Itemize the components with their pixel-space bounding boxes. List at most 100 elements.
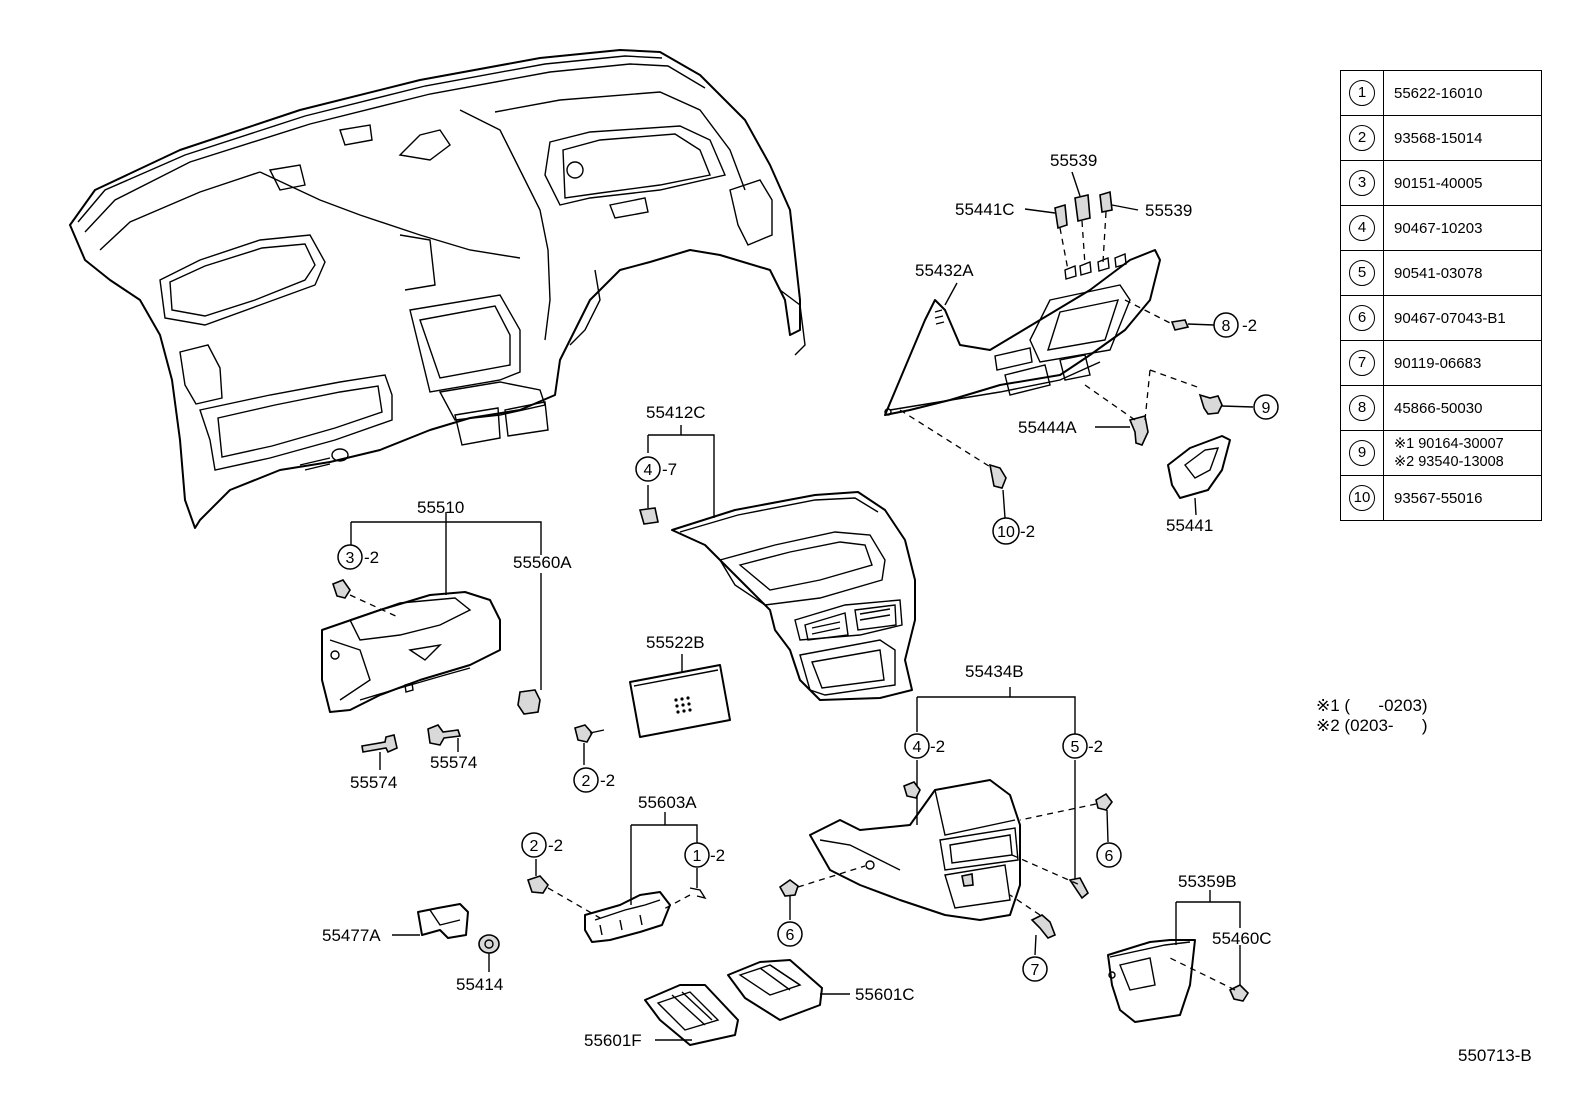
clip-6-b — [778, 879, 799, 897]
cover-55441 — [1167, 435, 1231, 499]
clip-1 — [689, 887, 707, 900]
clips-55539 — [1054, 190, 1113, 230]
lower-panel-55432a-drawing — [884, 249, 1161, 416]
legend-row: 1 55622-16010 — [1340, 70, 1542, 116]
airbag-cover-55522b — [629, 664, 731, 738]
label-55444a: 55444A — [1018, 418, 1077, 437]
clip-4-b — [903, 781, 921, 799]
callout-10: 10 — [992, 517, 1020, 545]
legend-part-number: 90467-07043-B1 — [1383, 295, 1542, 341]
svg-text:4: 4 — [913, 739, 922, 756]
clip-6-a — [1095, 792, 1113, 811]
label-55539-right: 55539 — [1145, 201, 1192, 220]
svg-text:6: 6 — [786, 927, 795, 944]
note-2: ※2 (0203- ) — [1316, 716, 1428, 735]
svg-text:3: 3 — [346, 550, 355, 567]
grommet-55414 — [478, 934, 500, 954]
svg-text:8: 8 — [1222, 318, 1231, 335]
callout-1: 1 — [684, 842, 710, 868]
label-55522b: 55522B — [646, 633, 705, 652]
legend-part-number: 90151-40005 — [1383, 160, 1542, 206]
stopper-55574-b — [427, 724, 462, 746]
legend-part-number: 93567-55016 — [1383, 475, 1542, 521]
stopper-55574-a — [361, 734, 398, 754]
svg-text:10: 10 — [997, 524, 1015, 541]
bumper-55560a — [517, 689, 541, 715]
clip-4 — [638, 507, 659, 525]
label-55460c: 55460C — [1212, 929, 1272, 948]
tray-55601f-drawing — [644, 984, 739, 1046]
callout-2-a: 2 — [573, 767, 599, 793]
legend-number: 7 — [1349, 350, 1375, 376]
clip-8 — [1170, 319, 1190, 331]
label-55359b: 55359B — [1178, 872, 1237, 891]
callout-4-b: 4 — [904, 733, 930, 759]
legend-row: 8 45866-50030 — [1340, 385, 1542, 431]
screw-9 — [1198, 393, 1223, 415]
legend-row: 6 90467-07043-B1 — [1340, 295, 1542, 341]
callout-9: 9 — [1253, 394, 1279, 420]
console-55434b-drawing — [809, 779, 1021, 921]
legend-part-number: 90467-10203 — [1383, 205, 1542, 251]
label-55441: 55441 — [1166, 516, 1213, 535]
callout-6-a: 6 — [1096, 842, 1122, 868]
label-4-qty-b: -2 — [930, 737, 945, 756]
label-55432a: 55432A — [915, 261, 974, 280]
label-55574-right: 55574 — [430, 753, 477, 772]
legend-number: 1 — [1349, 80, 1375, 106]
tray-55601c-drawing — [727, 959, 823, 1021]
label-55601c: 55601C — [855, 985, 915, 1004]
callout-8: 8 — [1213, 312, 1239, 338]
bracket-55444a — [1128, 415, 1149, 446]
legend-number: 2 — [1349, 125, 1375, 151]
screw-10 — [988, 463, 1007, 489]
screw-7 — [1030, 914, 1057, 939]
label-55560a: 55560A — [513, 553, 572, 572]
legend-row: 4 90467-10203 — [1340, 205, 1542, 251]
legend-number: 6 — [1349, 305, 1375, 331]
legend-row: 9 ※1 90164-30007 ※2 93540-13008 — [1340, 430, 1542, 476]
legend-number: 9 — [1349, 440, 1375, 466]
svg-text:7: 7 — [1031, 962, 1040, 979]
svg-text:2: 2 — [530, 838, 539, 855]
svg-text:4: 4 — [644, 462, 653, 479]
label-55412c: 55412C — [646, 403, 706, 422]
label-55510: 55510 — [417, 498, 464, 517]
parts-legend-table: 1 55622-16010 2 93568-15014 3 90151-4000… — [1340, 70, 1542, 521]
legend-part-number: ※1 90164-30007 — [1394, 436, 1504, 452]
center-cluster-55412c-drawing — [671, 491, 916, 701]
legend-row: 7 90119-06683 — [1340, 340, 1542, 386]
screw-2-b — [526, 875, 549, 894]
legend-row: 10 93567-55016 — [1340, 475, 1542, 521]
drawing-number: 550713-B — [1458, 1046, 1532, 1065]
label-2-qty-b: -2 — [548, 836, 563, 855]
note-1: ※1 ( -0203) — [1316, 696, 1428, 715]
label-55539-top: 55539 — [1050, 151, 1097, 170]
label-55574-left: 55574 — [350, 773, 397, 792]
label-5-qty: -2 — [1088, 737, 1103, 756]
screw-2-a — [574, 724, 593, 743]
legend-row: 5 90541-03078 — [1340, 250, 1542, 296]
legend-row: 3 90151-40005 — [1340, 160, 1542, 206]
callout-7: 7 — [1022, 956, 1048, 982]
label-10-qty: -2 — [1020, 522, 1035, 541]
date-notes: ※1 ( -0203) ※2 (0203- ) — [1316, 696, 1428, 736]
callout-3: 3 — [337, 544, 363, 570]
legend-number: 8 — [1349, 395, 1375, 421]
label-2-qty-a: -2 — [600, 771, 615, 790]
label-55434b: 55434B — [965, 662, 1024, 681]
bracket-55477a — [417, 903, 469, 939]
svg-text:5: 5 — [1071, 739, 1080, 756]
label-3-qty: -2 — [364, 548, 379, 567]
legend-number: 3 — [1349, 170, 1375, 196]
legend-part-number: 90541-03078 — [1383, 250, 1542, 296]
instrument-panel-drawing — [69, 49, 806, 529]
svg-text:6: 6 — [1105, 848, 1114, 865]
screw-3 — [332, 579, 351, 599]
legend-part-number: 45866-50030 — [1383, 385, 1542, 431]
legend-number: 10 — [1349, 485, 1375, 511]
legend-row: 2 93568-15014 — [1340, 115, 1542, 161]
svg-text:2: 2 — [582, 773, 591, 790]
svg-text:9: 9 — [1262, 400, 1271, 417]
